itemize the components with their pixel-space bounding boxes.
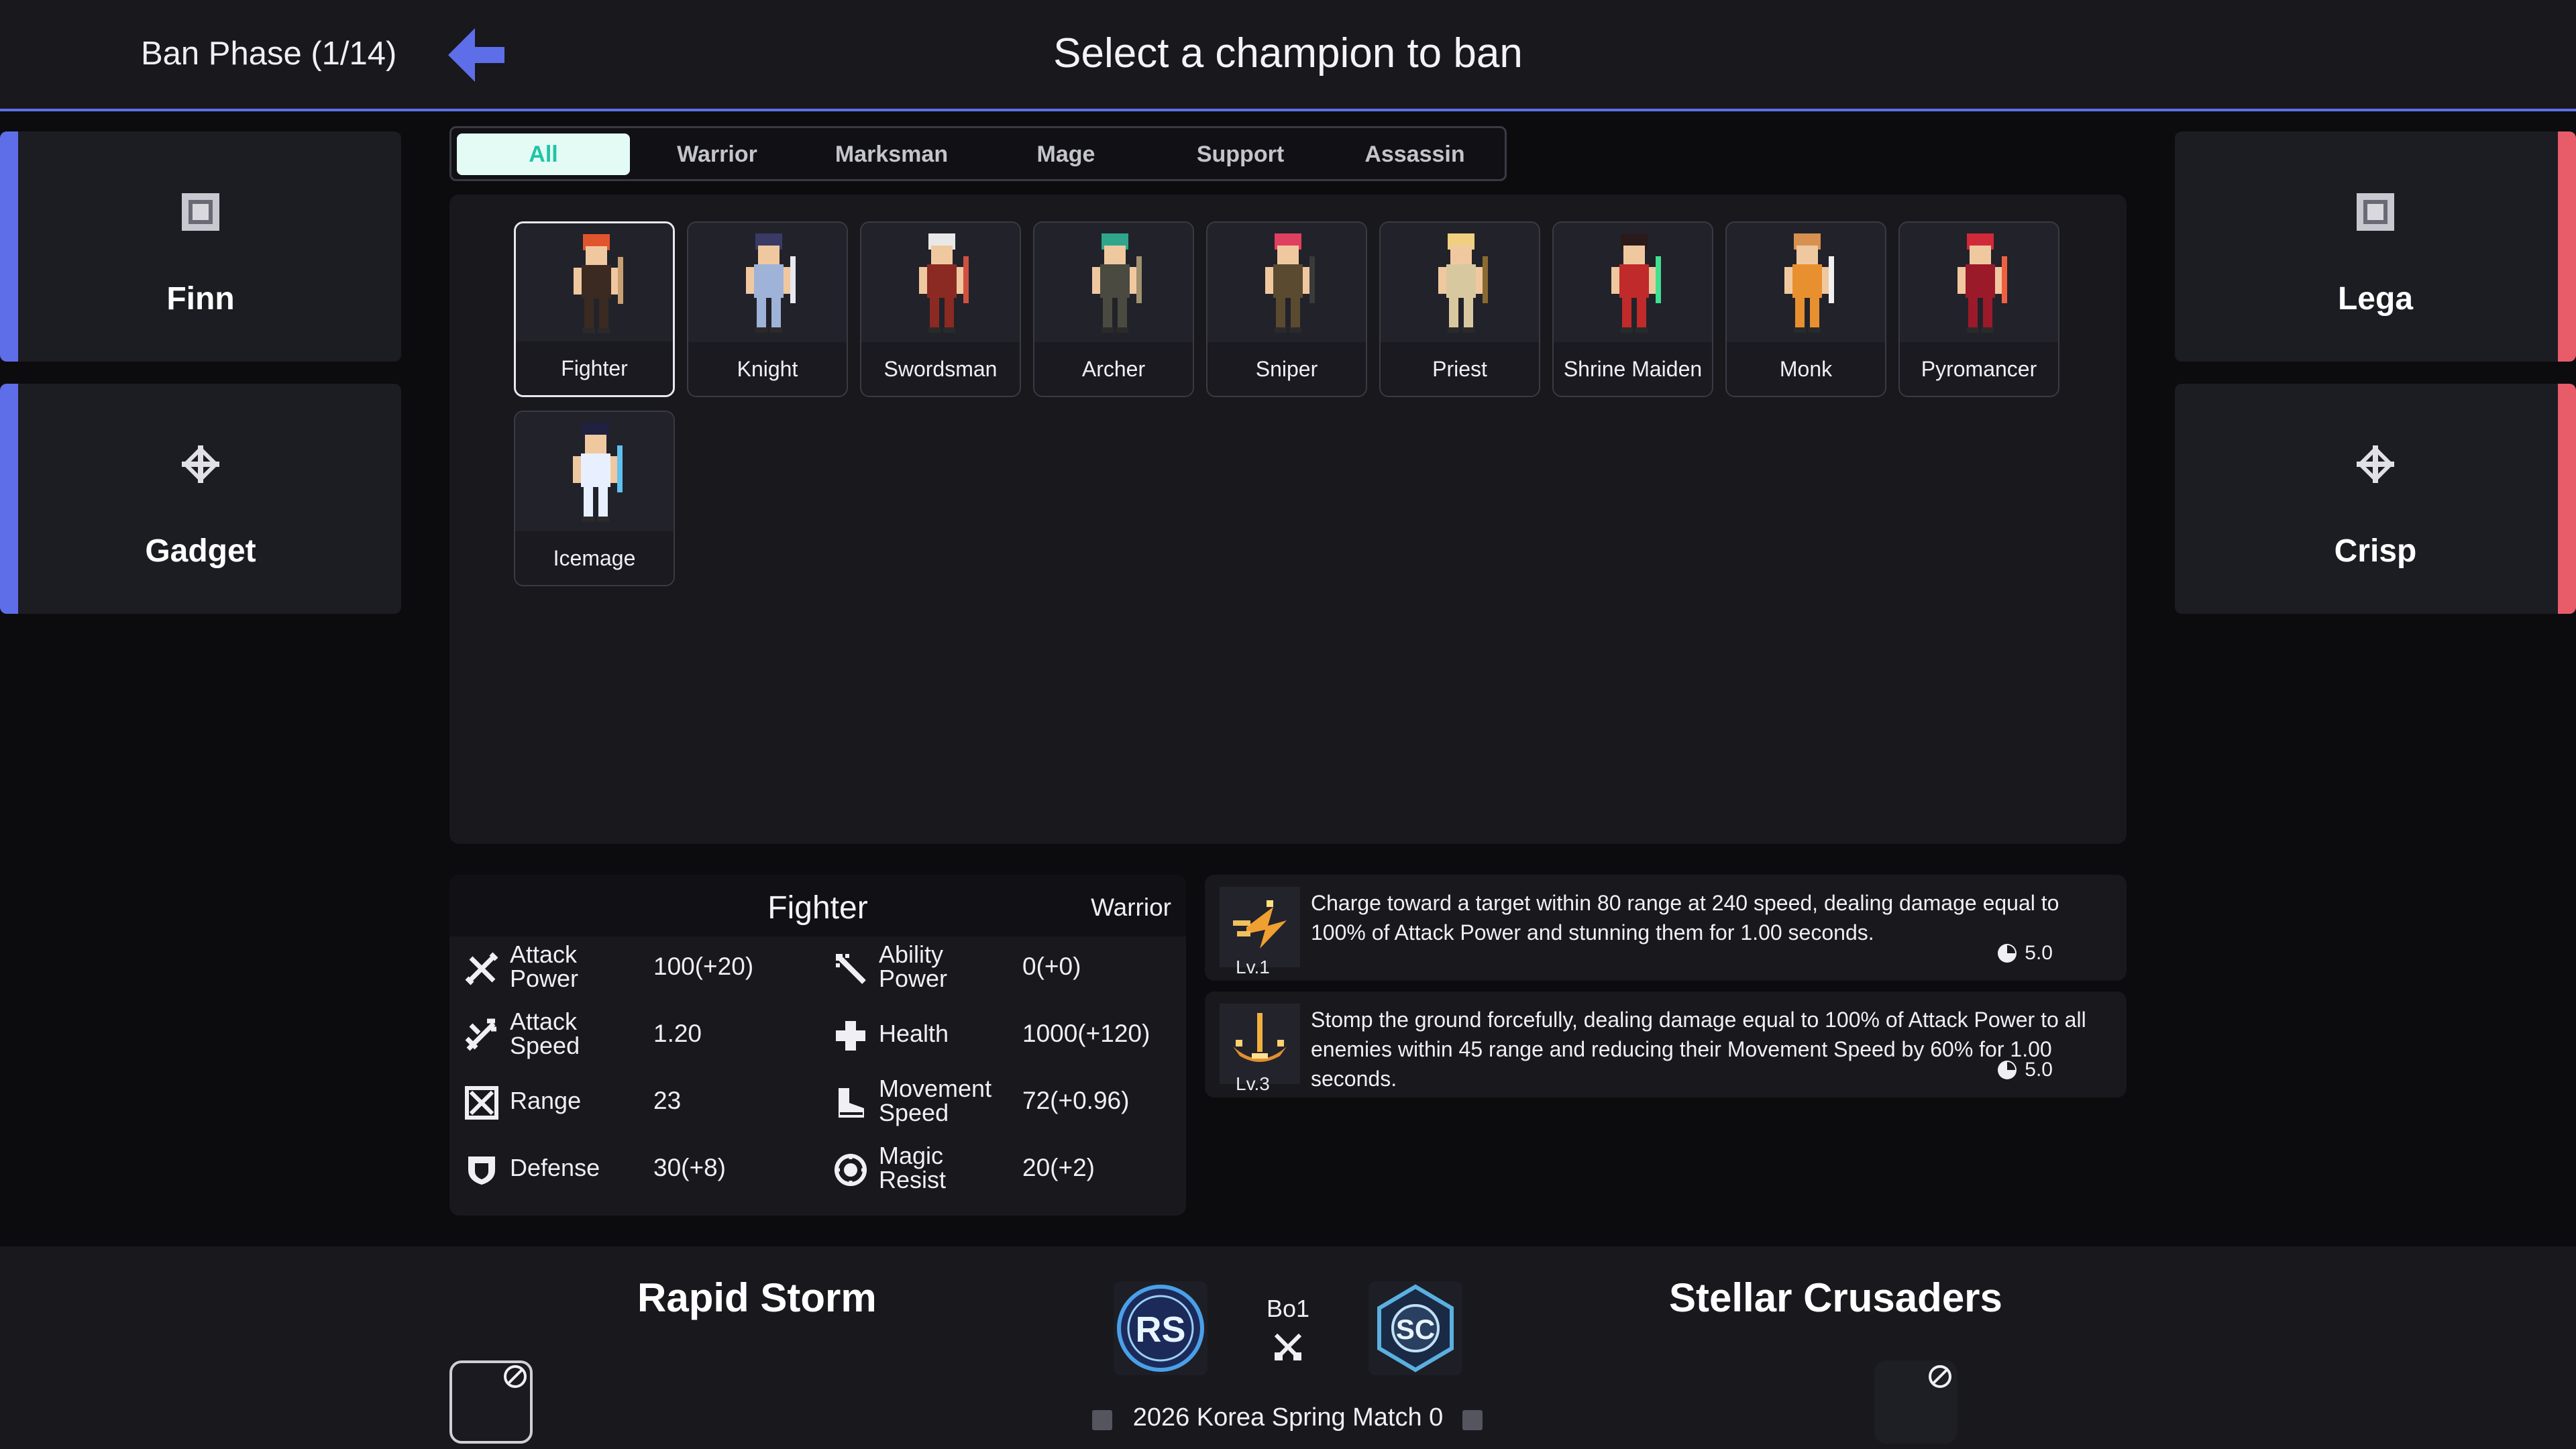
champion-card-monk[interactable]: Monk xyxy=(1725,221,1886,397)
champion-name: Shrine Maiden xyxy=(1554,342,1712,396)
tab-support[interactable]: Support xyxy=(1196,142,1285,167)
class-filter-tabs: All Warrior Marksman Mage Support Assass… xyxy=(449,126,1507,181)
square-chip-icon xyxy=(2357,193,2394,231)
player-name: Lega xyxy=(2337,281,2414,317)
tab-warrior[interactable]: Warrior xyxy=(677,142,757,167)
champion-name: Fighter xyxy=(516,341,673,395)
skill-card-2: Lv.3 Stomp the ground forcefully, dealin… xyxy=(1205,991,2127,1097)
skill-description: Charge toward a target within 80 range a… xyxy=(1311,891,2059,945)
champion-name: Sniper xyxy=(1208,342,1366,396)
champion-card-sniper[interactable]: Sniper xyxy=(1206,221,1367,397)
top-bar: Ban Phase (1/14) Select a champion to ba… xyxy=(0,0,2576,111)
champion-card-fighter[interactable]: Fighter xyxy=(514,221,675,397)
red-player-card-1: Lega xyxy=(2175,131,2576,362)
champion-card-priest[interactable]: Priest xyxy=(1379,221,1540,397)
player-name: Finn xyxy=(166,281,235,317)
crossed-swords-icon xyxy=(1274,1333,1302,1361)
stat-health: Health 1000(+120) xyxy=(818,1004,1181,1064)
champion-card-pyromancer[interactable]: Pyromancer xyxy=(1898,221,2059,397)
arrow-left-icon[interactable] xyxy=(448,28,504,82)
sword-icon xyxy=(465,952,498,985)
skill-level: Lv.3 xyxy=(1236,1073,1270,1094)
charge-icon xyxy=(1220,887,1300,967)
champion-name: Priest xyxy=(1381,342,1539,396)
champion-name: Pyromancer xyxy=(1900,342,2058,396)
champion-portrait xyxy=(688,223,847,345)
champion-card-icemage[interactable]: Icemage xyxy=(514,411,675,586)
skill-level: Lv.1 xyxy=(1236,957,1270,977)
wand-icon xyxy=(836,954,866,984)
champion-portrait xyxy=(1034,223,1193,345)
next-match-indicator[interactable] xyxy=(1462,1410,1483,1430)
tab-marksman[interactable]: Marksman xyxy=(835,142,949,167)
page-title: Select a champion to ban xyxy=(1053,30,1523,76)
champion-name: Monk xyxy=(1727,342,1885,396)
champion-portrait xyxy=(1900,223,2058,345)
range-icon xyxy=(465,1086,498,1120)
stat-attack-speed: Attack Speed 1.20 xyxy=(449,1004,812,1064)
champion-portrait xyxy=(1554,223,1712,345)
cross-icon xyxy=(836,1021,865,1051)
champion-name: Knight xyxy=(688,342,847,396)
boot-icon xyxy=(839,1088,864,1118)
ban-phase-label: Ban Phase (1/14) xyxy=(141,36,397,72)
tab-all[interactable]: All xyxy=(457,133,630,175)
player-name: Gadget xyxy=(145,533,256,569)
player-name: Crisp xyxy=(2334,533,2417,569)
stat-ability-power: Ability Power 0(+0) xyxy=(818,936,1181,997)
stat-movement-speed: Movement Speed 72(+0.96) xyxy=(818,1071,1181,1131)
stat-attack-power: Attack Power 100(+20) xyxy=(449,936,812,997)
stat-range: Range 23 xyxy=(449,1071,812,1131)
champion-name: Icemage xyxy=(515,531,674,585)
champion-portrait xyxy=(1208,223,1366,345)
tab-assassin[interactable]: Assassin xyxy=(1364,142,1465,167)
champion-portrait xyxy=(515,412,674,534)
champion-card-knight[interactable]: Knight xyxy=(687,221,848,397)
team-name-right: Stellar Crusaders xyxy=(1669,1275,2002,1320)
svg-text:RS: RS xyxy=(1135,1309,1185,1350)
skill-cooldown: 5.0 xyxy=(1996,942,2053,965)
cooldown-icon xyxy=(1998,944,2017,963)
team-name-left: Rapid Storm xyxy=(637,1275,877,1320)
ban-icon xyxy=(1929,1365,1951,1388)
blue-player-card-1: Finn xyxy=(0,131,401,362)
tab-mage[interactable]: Mage xyxy=(1036,142,1095,167)
team-logo-right: SC xyxy=(1368,1281,1462,1375)
skill-description: Stomp the ground forcefully, dealing dam… xyxy=(1311,1008,2086,1091)
svg-text:SC: SC xyxy=(1396,1313,1435,1345)
fast-sword-icon xyxy=(465,1018,496,1051)
blue-player-card-2: Gadget xyxy=(0,384,401,614)
shield-icon xyxy=(468,1157,495,1185)
crosshair-icon xyxy=(2357,445,2394,483)
champion-name: Swordsman xyxy=(861,342,1020,396)
champion-portrait xyxy=(516,223,673,345)
champion-card-swordsman[interactable]: Swordsman xyxy=(860,221,1021,397)
crosshair-icon xyxy=(182,445,219,483)
red-player-card-2: Crisp xyxy=(2175,384,2576,614)
selected-champion-name: Fighter xyxy=(767,890,868,926)
prev-match-indicator[interactable] xyxy=(1092,1410,1112,1430)
champion-portrait xyxy=(1381,223,1539,345)
skill-cooldown: 5.0 xyxy=(1996,1059,2053,1081)
square-chip-icon xyxy=(182,193,219,231)
selected-champion-class: Warrior xyxy=(1091,894,1171,921)
stomp-icon xyxy=(1220,1004,1300,1084)
magic-shield-icon xyxy=(835,1154,867,1186)
champion-portrait xyxy=(861,223,1020,345)
team-logo-left: RS xyxy=(1114,1281,1208,1375)
stat-defense: Defense 30(+8) xyxy=(449,1138,812,1198)
stat-magic-resist: Magic Resist 20(+2) xyxy=(818,1138,1181,1198)
champion-portrait xyxy=(1727,223,1885,345)
champion-stats-panel: Fighter Warrior Attack Power 100(+20) Ab… xyxy=(449,875,1186,1216)
skill-card-1: Lv.1 Charge toward a target within 80 ra… xyxy=(1205,875,2127,981)
match-title: 2026 Korea Spring Match 0 xyxy=(1132,1403,1444,1432)
match-format: Bo1 xyxy=(1266,1295,1310,1322)
champion-name: Archer xyxy=(1034,342,1193,396)
cooldown-icon xyxy=(1998,1061,2017,1079)
champion-card-archer[interactable]: Archer xyxy=(1033,221,1194,397)
champion-card-shrine-maiden[interactable]: Shrine Maiden xyxy=(1552,221,1713,397)
champion-grid: Fighter Knight Swordsman Archer Sniper Priest… xyxy=(449,195,2127,844)
ban-icon xyxy=(504,1365,527,1388)
